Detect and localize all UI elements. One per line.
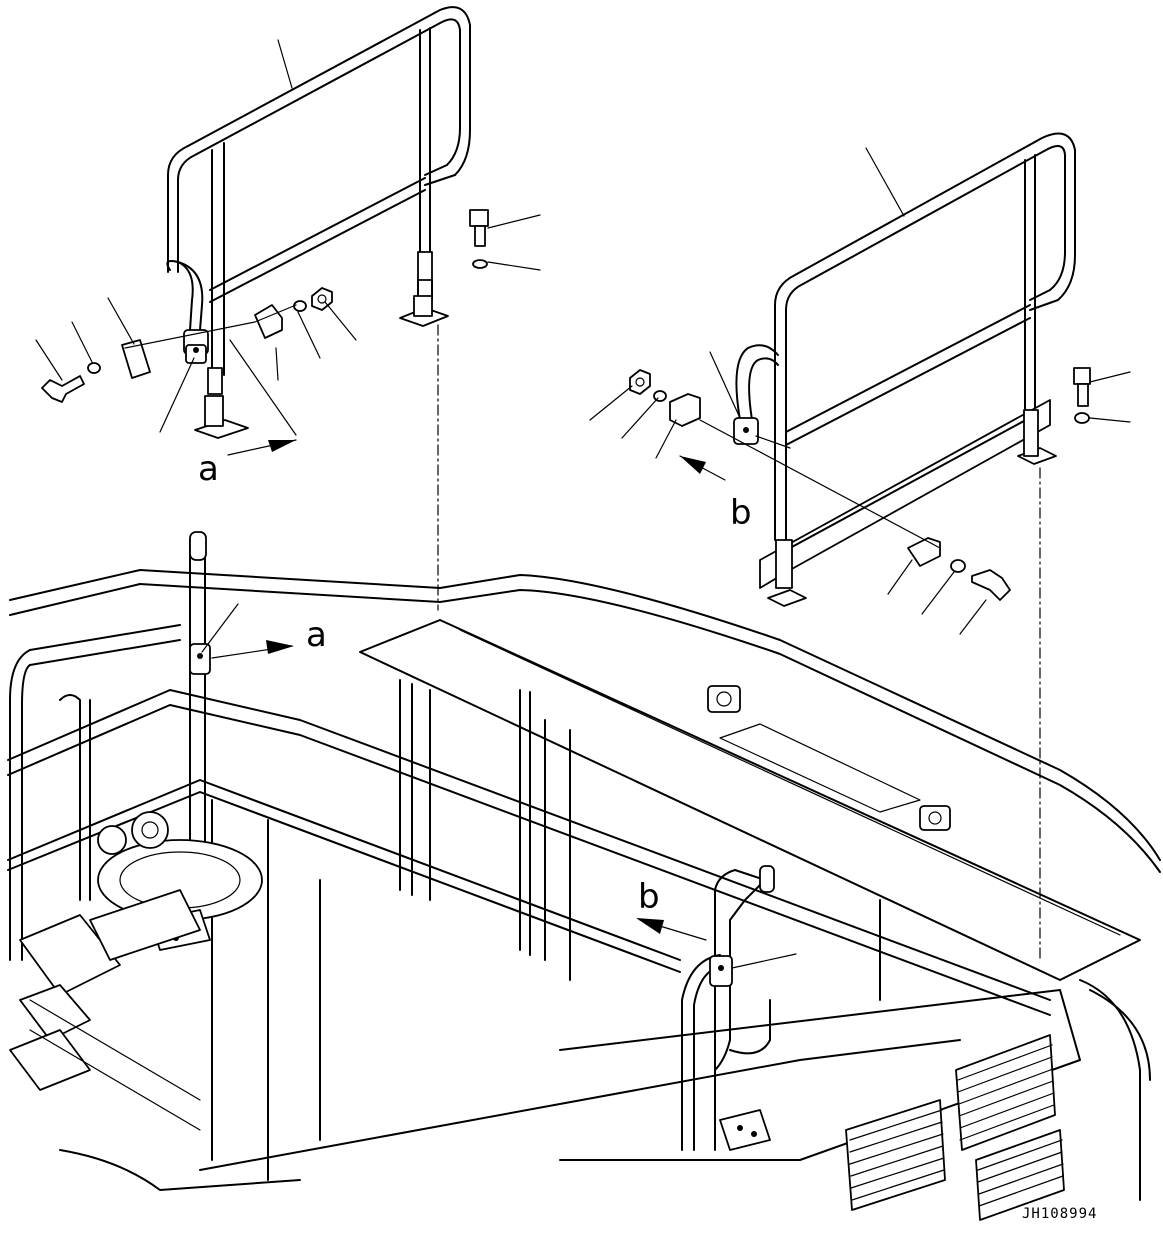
leader-lines-left — [35, 39, 541, 456]
drawing-code: JH108994 — [1022, 1206, 1097, 1222]
view-label-a-lower: a — [306, 615, 327, 655]
bolt-set-left — [41, 209, 489, 403]
view-label-a-upper: a — [198, 449, 219, 489]
bolt-set-right — [629, 367, 1091, 601]
alignment-lines — [437, 324, 1041, 961]
louver-grille-1 — [845, 1099, 946, 1211]
view-label-b-upper: b — [730, 493, 752, 533]
cab-top-frame — [7, 531, 1161, 1201]
leader-lines-lower — [201, 603, 797, 969]
leader-lines-right — [589, 147, 1131, 635]
handrail-left — [121, 6, 471, 439]
view-label-b-lower: b — [638, 877, 660, 917]
handrail-right — [733, 132, 1076, 607]
louver-grille-2 — [955, 1034, 1056, 1151]
louver-grille-3 — [975, 1129, 1065, 1221]
